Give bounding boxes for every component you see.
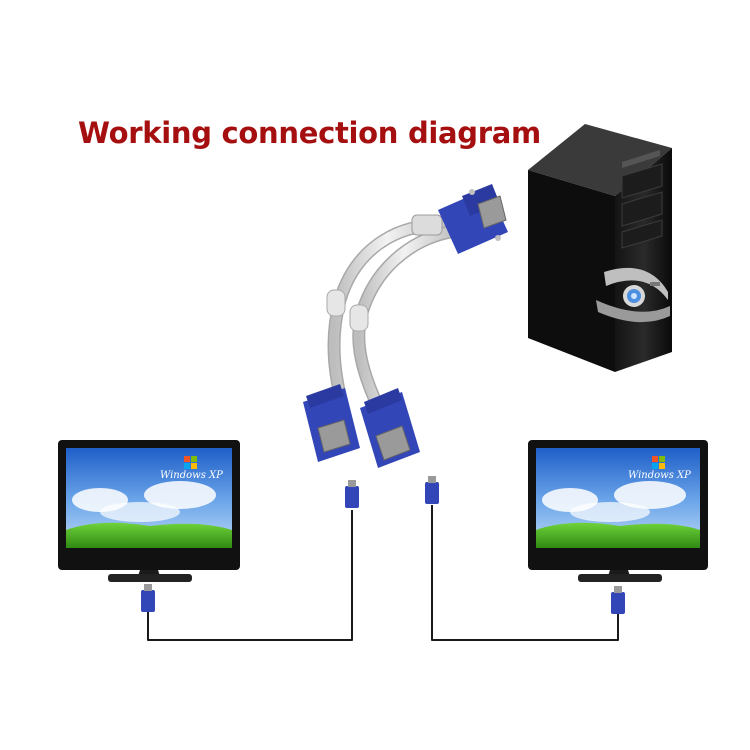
vga-plug-right-monitor-icon <box>611 586 625 614</box>
vga-plug-left-monitor-icon <box>141 584 155 612</box>
pc-tower <box>528 124 672 372</box>
monitor-left: Windows XP <box>58 440 240 582</box>
windows-logo-icon <box>652 456 665 469</box>
os-label: Windows XP <box>160 470 223 481</box>
diagram-title: Working connection diagram <box>78 116 541 150</box>
power-button-icon <box>623 285 645 307</box>
vga-female-connector-left-icon <box>303 384 360 462</box>
vga-plug-left-top-icon <box>345 480 359 508</box>
vga-splitter-cable <box>326 214 457 407</box>
cable-left <box>147 510 353 641</box>
monitor-right: Windows XP <box>528 440 708 582</box>
os-label: Windows XP <box>628 470 691 481</box>
cable-right <box>431 505 619 641</box>
vga-female-connector-right-icon <box>360 388 420 468</box>
vga-male-connector-icon <box>438 184 508 254</box>
windows-logo-icon <box>184 456 197 469</box>
vga-plug-right-top-icon <box>425 476 439 504</box>
